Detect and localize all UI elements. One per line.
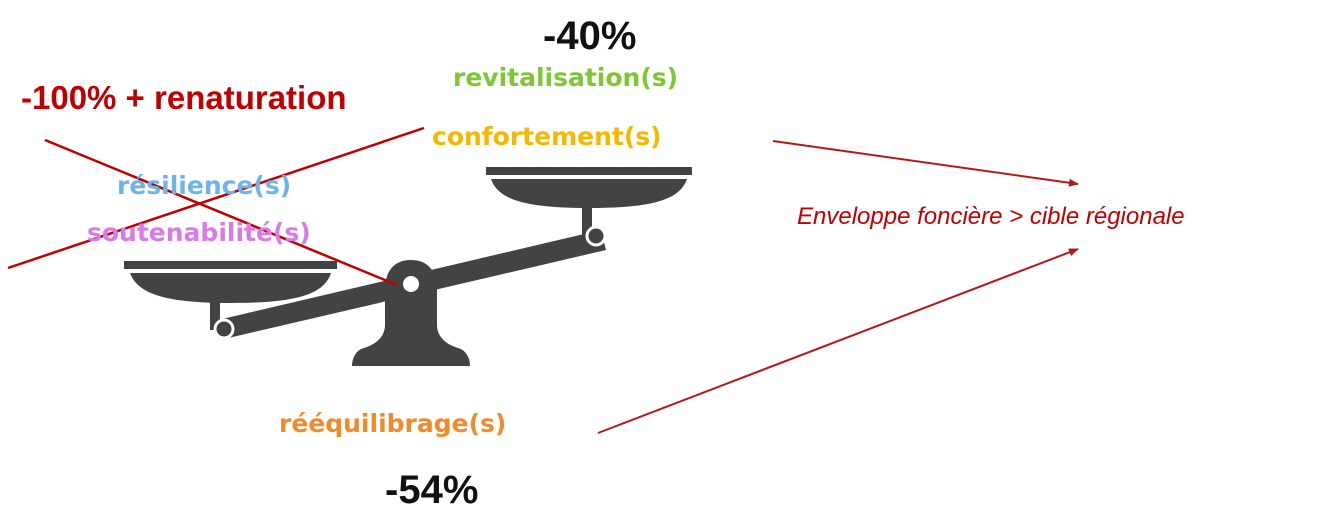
right-pan-pivot — [585, 225, 607, 247]
cross-line-a — [7, 126, 425, 270]
enveloppe-label: Enveloppe foncière > cible régionale — [797, 203, 1185, 230]
resilience-label: résilience(s) — [117, 171, 292, 200]
left-pan-bowl — [130, 273, 331, 303]
arrow-icon — [597, 140, 1079, 434]
bottom-percentage: -54% — [385, 468, 479, 512]
soutenabilite-label: soutenabilité(s) — [87, 218, 311, 247]
revitalisation-label: revitalisation(s) — [453, 63, 679, 92]
left-pan-pivot — [213, 318, 235, 340]
right-pan-arm — [582, 205, 592, 235]
confortement-label: confortement(s) — [432, 122, 662, 151]
arrow-top — [772, 140, 1079, 187]
top-percentage: -40% — [543, 14, 637, 58]
left-pan-rim — [124, 261, 337, 269]
right-pan-rim — [486, 167, 692, 175]
arrow-bottom — [597, 248, 1079, 434]
cross-line-b — [44, 138, 398, 287]
balance-scale-icon — [124, 167, 692, 366]
cross-out-icon — [7, 126, 425, 287]
reequilibrage-label: rééquilibrage(s) — [279, 409, 507, 438]
scale-pillar — [352, 260, 470, 366]
right-pan-bowl — [491, 179, 687, 208]
renaturation-label: -100% + renaturation — [21, 79, 347, 116]
scale-center-hole — [403, 276, 419, 292]
left-pan-arm — [210, 295, 220, 330]
